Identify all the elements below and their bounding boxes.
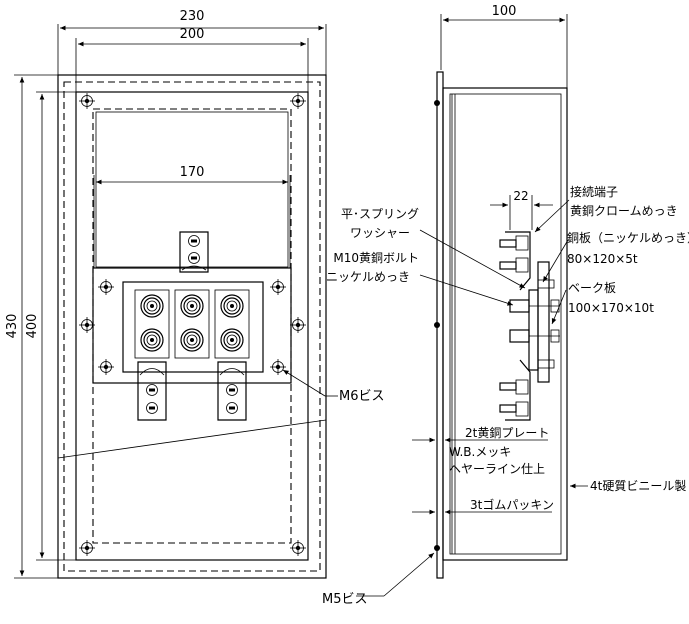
inner-plate	[75, 91, 309, 561]
terminal-icon	[220, 294, 244, 318]
front-view	[14, 24, 338, 579]
brass-plate-label: 2t黄銅プレート	[465, 426, 549, 440]
terminal-bolt-icon	[188, 252, 200, 264]
terminal-bolt-icon	[146, 384, 158, 396]
dim-430-label: 430	[5, 314, 20, 339]
copper-plate	[122, 281, 264, 373]
board-screw-icon	[97, 278, 115, 296]
board-screw-icon	[269, 278, 287, 296]
m5-screw-label: M5ビス	[322, 592, 368, 607]
board-screw-icon	[97, 358, 115, 376]
vinyl-label: 4t硬質ビニール製	[590, 478, 686, 493]
terminal-bolt-icon	[146, 402, 158, 414]
side-box	[442, 87, 568, 561]
break-line	[57, 419, 327, 459]
brass-plate-finish-1: W.B.メッキ	[449, 445, 511, 459]
bakelite-size: 100×170×10t	[568, 301, 654, 315]
terminal-icon	[220, 328, 244, 352]
terminal-icon	[180, 328, 204, 352]
dim-400-label: 400	[25, 314, 40, 339]
packing-label: 3tゴムパッキン	[470, 497, 554, 512]
terminal-icon	[140, 328, 164, 352]
copper-plate-size: 80×120×5t	[567, 252, 638, 266]
terminal-bolt-icon	[226, 402, 238, 414]
dim-200-label: 200	[180, 27, 205, 42]
brass-plate-finish-2: ヘヤーライン仕上	[449, 462, 545, 476]
washer-label: 平･スプリング	[341, 207, 419, 221]
washer-label-2: ワッシャー	[350, 226, 410, 240]
dim-22-label: 22	[513, 189, 528, 203]
bakelite-board	[92, 267, 292, 384]
outer-box	[57, 74, 327, 579]
side-view	[356, 14, 588, 597]
dim-230-label: 230	[180, 9, 205, 24]
copper-plate-label: 銅板（ニッケルめっき）	[567, 231, 689, 245]
terminal-icon	[140, 294, 164, 318]
side-screw-icon	[289, 316, 307, 334]
connection-terminal-material: 黄銅クロームめっき	[570, 204, 678, 218]
side-copper	[528, 289, 539, 371]
dim-100-label: 100	[492, 4, 517, 19]
connection-terminal-label: 接続端子	[570, 184, 618, 199]
m6-screw-label: M6ビス	[339, 389, 385, 404]
board-screw-icon	[269, 358, 287, 376]
bolt-label-2: ニッケルめっき	[326, 270, 410, 284]
terminal-icon	[180, 294, 204, 318]
bakelite-label: ベーク板	[568, 281, 616, 295]
outer-dashed-outline	[63, 81, 321, 572]
terminal-bolt-icon	[226, 384, 238, 396]
corner-screw-icon	[78, 92, 96, 110]
dim-170-label: 170	[180, 165, 205, 180]
corner-screw-icon	[289, 539, 307, 557]
bolt-label: M10黄銅ボルト	[333, 251, 419, 265]
terminal-bolt-icon	[188, 235, 200, 247]
corner-screw-icon	[289, 92, 307, 110]
